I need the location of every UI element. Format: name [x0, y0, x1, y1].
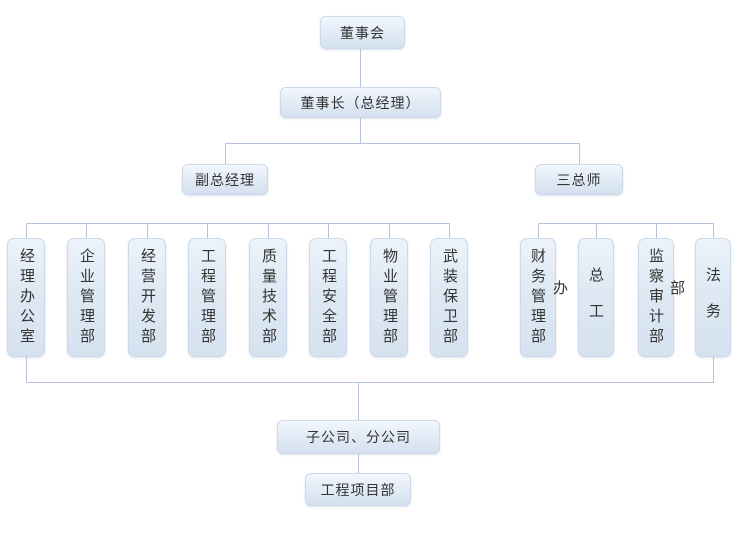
dept-armed-security: 武装保卫部 [430, 238, 468, 357]
dept-engineering-safety: 工程安全部 [309, 238, 347, 357]
connector-line [538, 223, 713, 224]
dept-engineering-management: 工程管理部 [188, 238, 226, 357]
connector-line [328, 223, 329, 238]
connector-line [86, 223, 87, 238]
connector-line [268, 223, 269, 238]
connector-line [207, 223, 208, 238]
node-subsidiaries-branches: 子公司、分公司 [277, 420, 440, 454]
connector-line [360, 49, 361, 87]
dept-business-development: 经营开发部 [128, 238, 166, 357]
connector-line [389, 223, 390, 238]
connector-line [713, 357, 714, 382]
connector-line [713, 223, 714, 238]
connector-line [26, 223, 449, 224]
dept-manager-office: 经理办公室 [7, 238, 45, 357]
connector-line [225, 143, 226, 164]
connector-line [596, 223, 597, 238]
dept-finance-management: 财务管理部 [520, 238, 556, 357]
connector-line [579, 143, 580, 164]
connector-line [225, 143, 580, 144]
node-deputy-general-manager: 副总经理 [182, 164, 268, 195]
connector-line [26, 223, 27, 238]
connector-line [538, 223, 539, 238]
node-engineering-project-dept: 工程项目部 [305, 473, 411, 506]
node-three-chief-engineers: 三总师 [535, 164, 623, 195]
dept-enterprise-management: 企业管理部 [67, 238, 105, 357]
connector-line [656, 223, 657, 238]
connector-line [147, 223, 148, 238]
connector-line [360, 118, 361, 143]
dept-chief-engineer-office: 总工办 [551, 238, 614, 357]
node-chairman-general-manager: 董事长（总经理） [280, 87, 441, 118]
dept-quality-technology: 质量技术部 [249, 238, 287, 357]
node-board: 董事会 [320, 16, 405, 49]
dept-supervision-audit: 监察审计部 [638, 238, 674, 357]
connector-line [26, 382, 714, 383]
connector-line [26, 357, 27, 382]
dept-legal-affairs: 法务部 [668, 238, 731, 357]
connector-line [358, 454, 359, 473]
connector-line [449, 223, 450, 238]
connector-line [358, 382, 359, 420]
dept-property-management: 物业管理部 [370, 238, 408, 357]
